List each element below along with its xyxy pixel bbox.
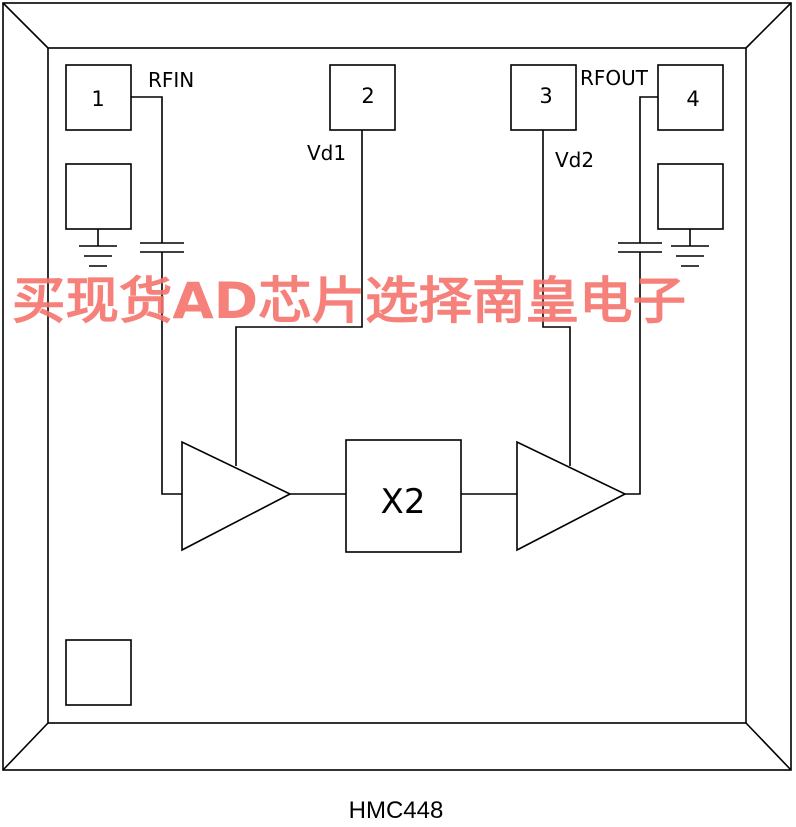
pad-1 [65,64,132,131]
rfout-trace [618,96,662,495]
package-outer-border [2,2,792,771]
ground-pad-bottom [65,639,132,706]
pin-3-number: 3 [539,84,552,108]
vd1-label: Vd1 [307,141,346,165]
ground-symbol-left [79,229,117,267]
ground-symbol-right [671,229,709,267]
bevel-line-bl [2,722,49,771]
multiplier-block [345,439,462,553]
rfin-trace [131,96,184,495]
ground-pad-right [657,163,724,230]
rfout-label: RFOUT [580,66,649,90]
watermark-text: 买现货AD芯片选择南皇电子 [12,272,686,330]
pin-2-number: 2 [361,84,374,108]
bevel-line-tr [745,2,792,49]
amplifier-1 [181,440,292,552]
vd2-trace [542,130,571,466]
pad-3 [510,64,577,131]
multiplier-label: X2 [381,482,426,522]
pin-4-number: 4 [686,87,699,111]
vd2-label: Vd2 [555,148,594,172]
bevel-line-br [745,722,792,771]
pin-1-number: 1 [91,87,104,111]
die-inner-border [47,47,747,724]
bevel-line-tl [2,2,49,49]
ground-pad-left [65,163,132,230]
amplifier-2 [516,440,627,552]
rfin-label: RFIN [148,68,194,92]
part-number-caption: HMC448 [349,797,444,824]
vd1-trace [235,130,363,466]
